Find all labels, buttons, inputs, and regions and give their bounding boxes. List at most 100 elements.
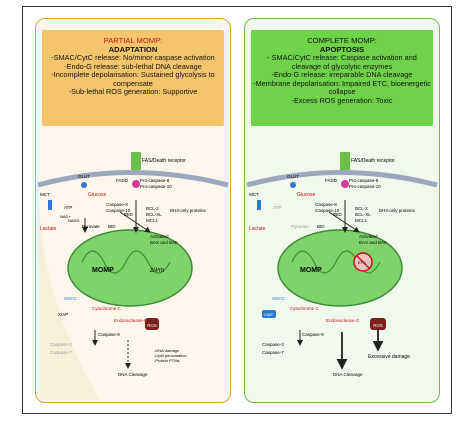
procasp8-label: Pro-caspase-8: [140, 178, 170, 183]
cytc-label: Cytochrome C: [290, 306, 320, 311]
atp-label: ATP: [273, 205, 281, 210]
mct-label: MCT: [40, 192, 50, 197]
nadh-label: NADH: [68, 218, 79, 223]
summary-line: -Endo-G release: sub-lethal DNA cleavage: [64, 61, 202, 71]
fas-receptor: [340, 152, 350, 170]
summary-line: -Endo-G release: irreparable DNA cleavag…: [271, 70, 413, 80]
casp10-label: Caspase-10: [315, 208, 340, 213]
fadd-label: FADD: [116, 178, 129, 183]
fadd-icon: [341, 180, 349, 188]
damage-line: -Protein PTMs: [154, 358, 180, 363]
baxbak-label: BAX and BAK: [150, 240, 178, 245]
mitochondrion: [277, 229, 403, 307]
bid-label: BID: [108, 224, 116, 229]
damage-line: -Lipid peroxidation: [154, 353, 187, 358]
bh3-label: BH3-only proteins: [379, 208, 416, 213]
xiap-label: XIAP: [58, 312, 68, 317]
procasp10-label: Pro-caspase-10: [349, 184, 381, 189]
cell-complete: ETC ROS FAS/Death receptor FADD Pro-casp…: [246, 152, 438, 377]
cristae: [81, 250, 171, 274]
summary-line: -Excess ROS generation: Toxic: [291, 95, 393, 105]
casp3-label: Caspase-3: [262, 342, 284, 347]
cell-membrane: [246, 170, 438, 188]
mct-icon: [48, 200, 52, 210]
summary-line: -SMAC/CytC release: No/minor caspase act…: [51, 53, 215, 62]
momp-label: MOMP: [92, 267, 114, 274]
endog-label: Endonuclease-G: [114, 318, 148, 323]
casp10-label: Caspase-10: [106, 208, 131, 213]
mcl1-label: MCL1: [146, 218, 159, 223]
momp-label: MOMP: [300, 267, 322, 274]
casp3-label: Caspase-3: [50, 342, 72, 347]
procasp10-label: Pro-caspase-10: [140, 184, 172, 189]
etc-label: ETC: [358, 260, 366, 265]
mcl1-label: MCL1: [355, 218, 368, 223]
xiap-icon: [262, 310, 276, 318]
casp9-label: Caspase-9: [302, 332, 324, 337]
summary-subheader: APOPTOSIS: [319, 45, 365, 54]
casp8-label: Caspase-8: [106, 202, 128, 207]
lactate-label: Lactate: [249, 226, 266, 232]
pyruvate-label: Pyruvate: [291, 224, 309, 229]
atp-label: ATP: [64, 205, 72, 210]
dna-cleavage-label: DNA Cleavage: [333, 372, 363, 377]
procasp8-label: Pro-caspase-8: [349, 178, 379, 183]
cell-partial: ROS FAS/Death receptor FADD Pro-caspase-…: [37, 152, 229, 400]
casp7-label: Caspase-7: [262, 350, 284, 355]
glucose-label: Glucose: [88, 192, 107, 198]
casp9-label: Caspase-9: [98, 332, 120, 337]
ros-icon: [145, 318, 159, 330]
bclxl-label: BCL-XL: [355, 212, 371, 217]
pyruvate-label: Pyruvate: [82, 224, 100, 229]
excessive-damage-label: Excessive damage: [368, 354, 410, 360]
glut-label: GLUT: [78, 174, 90, 179]
summary-line: -Sub-lethal ROS generation: Supportive: [68, 87, 198, 97]
bcl2-label: BCL-2: [355, 206, 368, 211]
summary-line: - SMAC/CytC release: Caspase activation …: [267, 53, 417, 71]
endog-label: Endonuclease-G: [326, 318, 360, 323]
fas-label: FAS/Death receptor: [351, 158, 395, 164]
baxbak-label: BAX and BAK: [359, 240, 387, 245]
summary-line: -Membrane depolarisation: Impaired ETC, …: [253, 78, 431, 97]
bid-label: BID: [317, 224, 325, 229]
dna-cleavage-label: DNA Cleavage: [118, 372, 148, 377]
summary-box-partial: PARTIAL MOMP: ADAPTATION -SMAC/CytC rele…: [42, 30, 224, 126]
bcl2-label: BCL-2: [146, 206, 159, 211]
fas-label: FAS/Death receptor: [142, 158, 186, 164]
mitochondrion: [67, 229, 193, 307]
xiap-label: XIAP: [264, 312, 273, 317]
tbid-label: tBID: [333, 212, 343, 217]
summary-line: -Incomplete depolarisation: Sustained gl…: [51, 70, 215, 88]
ros-icon: [370, 318, 386, 330]
summary-header: PARTIAL MOMP:: [103, 36, 163, 45]
summary-header: COMPLETE MOMP:: [307, 36, 377, 45]
cytc-label: Cytochrome C: [92, 306, 122, 311]
glucose-label: Glucose: [297, 192, 316, 198]
lactate-label: Lactate: [40, 226, 57, 232]
summary-box-complete: COMPLETE MOMP: APOPTOSIS - SMAC/CytC rel…: [251, 30, 433, 126]
ros-label: ROS: [373, 323, 383, 328]
tbid-label: tBID: [124, 212, 134, 217]
fas-receptor: [131, 152, 141, 170]
dpsi-label: ΔΨm: [150, 268, 164, 274]
fadd-label: FADD: [325, 178, 338, 183]
mct-icon: [257, 200, 261, 210]
summary-subheader: ADAPTATION: [108, 45, 158, 54]
cell-membrane: [37, 170, 229, 188]
damage-line: -DNA damage: [154, 348, 180, 353]
mct-label: MCT: [249, 192, 259, 197]
glut-icon: [81, 182, 87, 188]
bclxl-label: BCL-XL: [146, 212, 162, 217]
casp7-label: Caspase-7: [50, 350, 72, 355]
smac-label: SMAC: [64, 296, 78, 301]
glut-label: GLUT: [287, 174, 299, 179]
glut-icon: [290, 182, 296, 188]
activated-label: Activated: [359, 234, 378, 239]
smac-label: SMAC: [272, 296, 286, 301]
casp8-label: Caspase-8: [315, 202, 337, 207]
bh3-label: BH3-only proteins: [170, 208, 207, 213]
ros-label: ROS: [147, 323, 157, 328]
fadd-icon: [132, 180, 140, 188]
